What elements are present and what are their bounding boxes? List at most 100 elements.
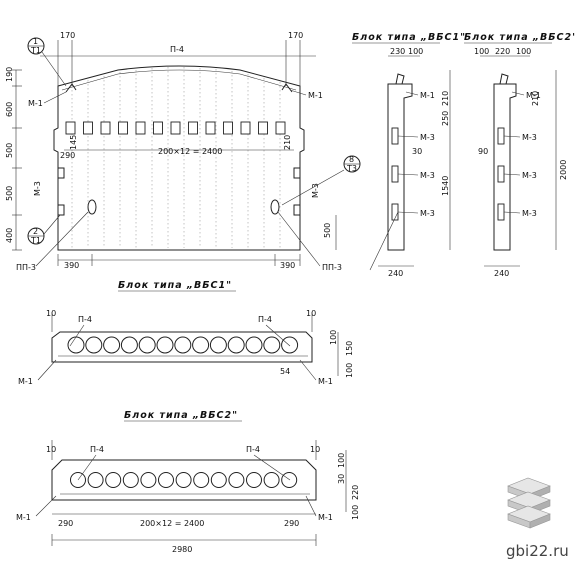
section2-label-m1: М-1	[526, 91, 541, 100]
plan2-dim-100a: 100	[337, 453, 346, 468]
roof-line	[61, 69, 297, 91]
label-m3-left: М-3	[33, 181, 42, 196]
plan1-hole-row	[67, 336, 299, 354]
section1-label-m1: М-1	[420, 91, 435, 100]
plan1-hole-13	[281, 336, 299, 354]
section1-label-m3a: М-3	[420, 133, 435, 142]
plan2-dim-200x12: 200×12 = 2400	[140, 519, 204, 528]
plan1-label-m1-right: М-1	[318, 377, 333, 386]
plan1-dim-150: 150	[345, 341, 354, 356]
opening-13	[275, 121, 286, 135]
plan-vbs2: Блок типа „ВБС2" 10 10 П-4 П-4 М-1 М-1 1…	[16, 410, 360, 554]
section1-loop	[395, 73, 405, 85]
plan2-callout-p4-right: П-4	[246, 445, 260, 454]
dim-top-left-170: 170	[60, 31, 75, 40]
plan1-dim-10-right: 10	[306, 309, 316, 318]
section1-dim-240: 240	[388, 269, 403, 278]
plan1-dim-100b: 100	[345, 363, 354, 378]
opening-3	[100, 121, 111, 135]
plan2-title: Блок типа „ВБС2"	[124, 410, 238, 421]
plan2-dim-2980: 2980	[172, 545, 192, 554]
plan1-callout-p4-right: П-4	[258, 315, 272, 324]
section1-dim-30: 30	[412, 147, 422, 156]
opening-5	[135, 121, 146, 135]
section2-outline	[493, 83, 517, 251]
section2-dim-240: 240	[494, 269, 509, 278]
notch-right-2	[293, 204, 300, 216]
elevation-view: 190 600 500 500 400 П-4 170 170 1 Т1 2 Т…	[5, 31, 361, 272]
plan2-hole-10	[228, 472, 245, 488]
label-pp3-right: ПП-3	[322, 263, 342, 272]
section1-dim-210: 210	[441, 91, 450, 106]
notch-left-1	[58, 167, 65, 179]
dim-500a: 500	[5, 143, 14, 158]
pp3-hole-left	[87, 199, 97, 215]
notch-left-2	[58, 204, 65, 216]
opening-7	[170, 121, 181, 135]
dim-400: 400	[5, 228, 14, 243]
plan2-hole-9	[210, 472, 227, 488]
dim-145: 145	[69, 135, 78, 150]
dim-right-500: 500	[323, 223, 332, 238]
section2-dim-90: 90	[478, 147, 488, 156]
plan2-label-m1-right: М-1	[318, 513, 333, 522]
plan1-label-m1-left: М-1	[18, 377, 33, 386]
plan2-hole-2	[87, 472, 104, 488]
plan2-outline	[51, 459, 317, 501]
opening-2	[83, 121, 93, 135]
plan2-dim-10-right: 10	[310, 445, 320, 454]
section2-dim-2000: 2000	[559, 160, 568, 180]
opening-6	[153, 121, 163, 135]
opening-12	[258, 121, 268, 135]
plan2-dim-290-right: 290	[284, 519, 299, 528]
opening-row	[65, 121, 286, 135]
section2-insert-1	[497, 127, 505, 145]
plan2-hole-3	[105, 472, 122, 488]
plan2-hole-12	[263, 472, 280, 488]
opening-8	[188, 121, 198, 135]
dim-210: 210	[283, 135, 292, 150]
section2-dim-210: 210	[531, 91, 540, 106]
svg-text:1: 1	[33, 37, 38, 46]
plan2-hole-11	[246, 472, 262, 488]
plan2-hole-4	[122, 472, 139, 488]
section-vbs2: Блок типа „ВБС2" 100 220 100 М-1 М-3 М-3…	[464, 32, 575, 278]
opening-1	[65, 121, 76, 135]
top-callout-p4: П-4	[170, 45, 184, 54]
section-vbs1: Блок типа „ВБС1" 230 100 М-1 М-3 М-3 М-3…	[352, 32, 466, 278]
section1-title: Блок типа „ВБС1"	[352, 32, 466, 43]
pp3-hole-right	[270, 199, 280, 215]
dim-390-right: 390	[280, 261, 295, 270]
plan1-hole-4	[120, 336, 138, 354]
callout-2-t1: 2 Т1	[27, 214, 61, 245]
watermark-text: gbi22.ru	[506, 542, 569, 560]
section1-label-m3c: М-3	[420, 209, 435, 218]
label-m3-right: М-3	[311, 183, 320, 198]
opening-9	[205, 121, 216, 135]
section1-dim-1540: 1540	[441, 176, 450, 196]
section2-dim-100b: 100	[516, 47, 531, 56]
section1-insert-1	[391, 127, 399, 145]
section2-title: Блок типа „ВБС2"	[464, 32, 575, 43]
plan2-hole-7	[175, 472, 192, 488]
dim-290: 290	[60, 151, 75, 160]
section2-label-m3b: М-3	[522, 171, 537, 180]
label-m1-right: М-1	[308, 91, 323, 100]
svg-text:Т1: Т1	[30, 236, 41, 245]
plan1-hole-10	[227, 336, 245, 354]
label-pp3-left: ПП-3	[16, 263, 36, 272]
dim-200x12: 200×12 = 2400	[158, 147, 222, 156]
dim-390-left: 390	[64, 261, 79, 270]
dim-190: 190	[5, 67, 14, 82]
notch-right-1	[293, 167, 300, 179]
svg-text:2: 2	[33, 227, 38, 236]
opening-10	[223, 121, 233, 135]
plan2-dim-30: 30	[337, 474, 346, 484]
section2-insert-3	[497, 203, 505, 221]
lifting-loop-left	[65, 83, 77, 93]
callout-8-t3: 8 Т3	[281, 155, 361, 206]
section2-insert-2	[497, 165, 505, 183]
plan1-dim-54: 54	[280, 367, 290, 376]
section1-outline	[387, 83, 413, 251]
